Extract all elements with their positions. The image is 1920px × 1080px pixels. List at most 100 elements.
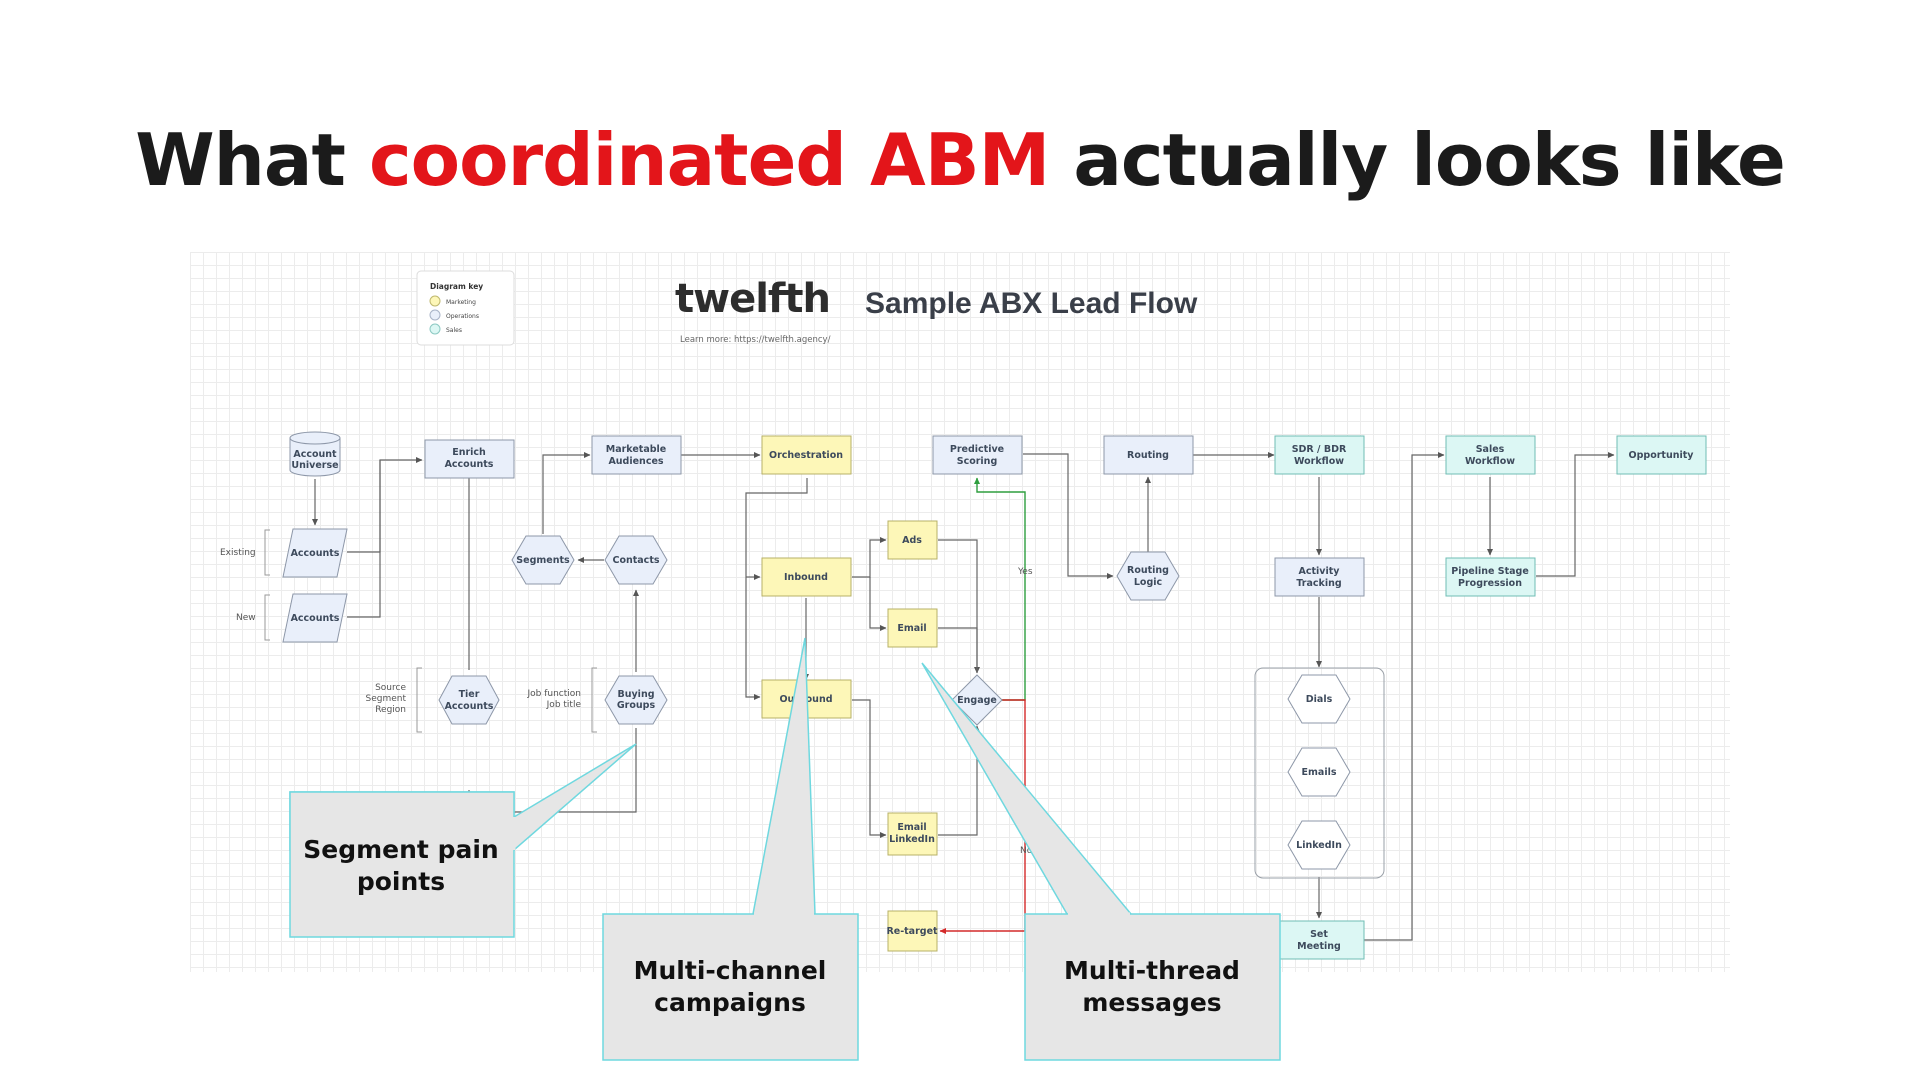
tier-accounts-label-1: Tier (459, 689, 480, 700)
accounts-new-node[interactable]: Accounts (282, 593, 348, 643)
emails-node[interactable]: Emails (1287, 747, 1351, 797)
sdr-bdr-label-2: Workflow (1294, 456, 1344, 467)
buying-groups-label-2: Groups (617, 700, 656, 711)
existing-label: Existing (220, 548, 256, 558)
key-sales: Sales (446, 327, 462, 334)
linkedin-label: LinkedIn (1296, 840, 1342, 851)
segments-node[interactable]: Segments (511, 535, 575, 585)
enrich-accounts-label-1: Enrich (452, 447, 486, 458)
enrich-accounts-label-2: Accounts (445, 459, 494, 470)
learn-more-link[interactable]: Learn more: https://twelfth.agency/ (680, 335, 831, 345)
key-operations: Operations (446, 313, 479, 320)
routing-logic-label-2: Logic (1134, 577, 1162, 588)
sales-workflow-label-1: Sales (1476, 444, 1505, 455)
routing-node[interactable]: Routing (1103, 435, 1194, 475)
retarget-node[interactable]: Re-target (886, 910, 938, 952)
svg-text:Segments: Segments (516, 555, 570, 566)
inbound-node[interactable]: Inbound (761, 557, 852, 597)
sdr-bdr-label-1: SDR / BDR (1292, 444, 1347, 455)
callout-multithread-line-2: messages (1082, 988, 1221, 1017)
flow-connectors (312, 452, 1615, 941)
tier-criteria-source: Source (375, 683, 406, 693)
orchestration-node[interactable]: Orchestration (761, 435, 852, 475)
tier-criteria-region: Region (375, 705, 406, 715)
diagram-key: Diagram key Marketing Operations Sales (416, 270, 515, 346)
svg-text:Contacts: Contacts (612, 555, 659, 566)
tier-criteria-segment: Segment (366, 694, 407, 704)
svg-text:Orchestration: Orchestration (769, 450, 843, 461)
predictive-scoring-label-2: Scoring (957, 456, 998, 467)
set-meeting-label-2: Meeting (1297, 941, 1341, 952)
svg-text:Dials: Dials (1306, 694, 1333, 705)
routing-logic-label-1: Routing (1127, 565, 1169, 576)
brand-logo: twelfth (675, 276, 830, 322)
sales-workflow-label-2: Workflow (1465, 456, 1515, 467)
activity-tracking-label-1: Activity (1299, 566, 1341, 577)
routing-label: Routing (1127, 450, 1169, 461)
ads-label: Ads (902, 535, 922, 546)
engage-decision-node[interactable]: Engage (951, 674, 1003, 726)
svg-text:Re-target: Re-target (886, 926, 938, 937)
linkedin-node[interactable]: LinkedIn (1287, 820, 1351, 870)
set-meeting-label-1: Set (1310, 929, 1328, 940)
email-node[interactable]: Email (887, 608, 938, 648)
diagram-title: Sample ABX Lead Flow (865, 287, 1198, 320)
svg-text:Emails: Emails (1302, 767, 1337, 778)
retarget-label: Re-target (886, 926, 938, 937)
contacts-node[interactable]: Contacts (604, 535, 668, 585)
account-universe-label-2: Universe (291, 460, 338, 471)
svg-text:Routing: Routing (1127, 450, 1169, 461)
pipeline-stage-label-2: Progression (1458, 578, 1522, 589)
key-marketing: Marketing (446, 299, 476, 306)
buying-criteria-title: Job title (546, 700, 582, 710)
engage-label: Engage (957, 695, 997, 706)
marketing-swatch (429, 295, 441, 307)
accounts-existing-node[interactable]: Accounts (282, 528, 348, 578)
opportunity-label: Opportunity (1629, 450, 1695, 461)
accounts-new-label: Accounts (291, 613, 340, 624)
callout-multichannel-line-1: Multi-channel (634, 956, 827, 985)
email-label: Email (897, 623, 926, 634)
accounts-existing-label: Accounts (291, 548, 340, 559)
marketable-audiences-label-2: Audiences (608, 456, 663, 467)
opportunity-node[interactable]: Opportunity (1616, 435, 1707, 475)
marketable-audiences-label-1: Marketable (606, 444, 667, 455)
dials-node[interactable]: Dials (1287, 674, 1351, 724)
emails-label: Emails (1302, 767, 1337, 778)
callout-segment-line-1: Segment pain (303, 835, 498, 864)
tier-accounts-label-2: Accounts (445, 701, 494, 712)
inbound-label: Inbound (784, 572, 828, 583)
activity-tracking-label-2: Tracking (1296, 578, 1341, 589)
sales-swatch (429, 323, 441, 335)
ads-node[interactable]: Ads (887, 520, 938, 560)
key-title: Diagram key (430, 282, 483, 291)
callout-segment-line-2: points (357, 867, 445, 896)
